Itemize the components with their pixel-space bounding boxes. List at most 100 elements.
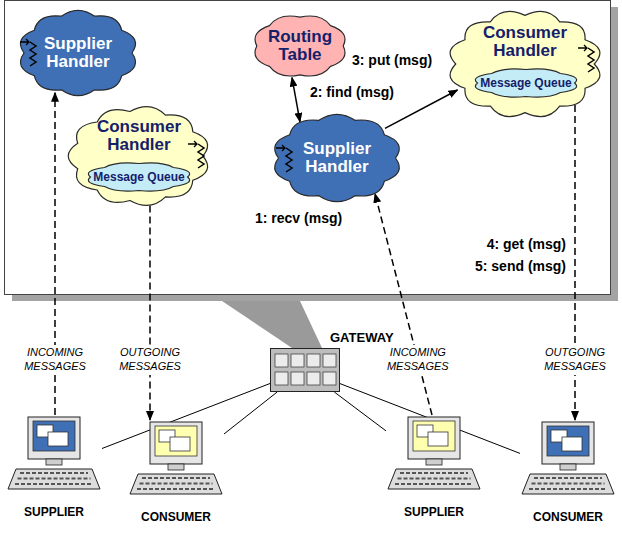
gateway-port xyxy=(307,372,320,385)
computer-icon xyxy=(128,420,224,524)
step-label: 1: recv (msg) xyxy=(255,210,342,226)
computer: CONSUMER xyxy=(128,420,224,524)
key-row xyxy=(398,477,471,479)
step-label: 5: send (msg) xyxy=(475,258,566,274)
computer-icon xyxy=(520,420,616,524)
node-title: Message Queue xyxy=(480,77,571,90)
monitor-body xyxy=(28,417,80,459)
gateway-port xyxy=(275,372,288,385)
key-row xyxy=(140,482,213,484)
computer: SUPPLIER xyxy=(6,415,102,519)
node-title: Supplier Handler xyxy=(284,140,391,177)
step-label: 3: put (msg) xyxy=(352,52,432,68)
monitor-body xyxy=(408,417,460,459)
gateway-icon xyxy=(270,348,340,392)
cloud-shape xyxy=(68,107,207,206)
gateway-port xyxy=(307,354,320,367)
computer: CONSUMER xyxy=(520,420,616,524)
node-title: Consumer Handler xyxy=(462,24,588,61)
node-title: Supplier Handler xyxy=(29,35,128,72)
monitor-body xyxy=(150,422,202,464)
device-label: CONSUMER xyxy=(533,511,603,524)
key-row xyxy=(142,477,210,479)
screen-window xyxy=(428,432,448,446)
flow-label: OUTGOING MESSAGES xyxy=(113,345,187,375)
monitor-screen xyxy=(413,421,455,451)
key-row xyxy=(534,477,602,479)
thread-arrow xyxy=(578,45,587,51)
network-wire xyxy=(334,392,386,431)
thread-arrow xyxy=(276,145,285,151)
computer-icon xyxy=(386,415,482,519)
gateway-port xyxy=(323,354,336,367)
step-label: 2: find (msg) xyxy=(310,84,394,100)
handler-cloud: Supplier Handler xyxy=(16,8,140,98)
gateway-panel xyxy=(5,1,611,295)
message-flow xyxy=(375,194,432,415)
key-row xyxy=(137,488,215,490)
flow-label: INCOMING MESSAGES xyxy=(381,345,455,375)
cloud-shape xyxy=(20,10,135,95)
screen-window xyxy=(562,437,582,451)
call-arrow xyxy=(385,90,458,128)
monitor-screen xyxy=(33,421,75,451)
gateway-port xyxy=(323,372,336,385)
thread-arrow xyxy=(188,141,197,147)
monitor-screen xyxy=(547,426,589,456)
device-label: SUPPLIER xyxy=(404,506,464,519)
computer: SUPPLIER xyxy=(386,415,482,519)
gateway-box xyxy=(271,349,340,392)
gateway-device: GATEWAY xyxy=(270,348,340,392)
keyboard xyxy=(8,469,100,489)
gateway-port xyxy=(291,354,304,367)
handler-cloud: Supplier Handler xyxy=(270,112,404,204)
cloud-shape xyxy=(275,114,400,201)
step-label: 4: get (msg) xyxy=(487,236,566,252)
queue-cloud: Message Queue xyxy=(470,66,582,100)
keyboard xyxy=(388,469,480,489)
flow-label: OUTGOING MESSAGES xyxy=(538,345,612,375)
key-row xyxy=(20,472,88,474)
key-row xyxy=(532,482,605,484)
monitor-stand xyxy=(560,464,576,470)
key-row xyxy=(18,477,91,479)
queue-cloud: Message Queue xyxy=(83,160,195,194)
key-row xyxy=(395,483,473,485)
keyboard xyxy=(522,474,614,494)
table-cloud: Routing Table xyxy=(250,12,350,80)
network-wire xyxy=(224,392,277,434)
key-row xyxy=(15,483,93,485)
gateway-port xyxy=(275,354,288,367)
call-arrow xyxy=(292,78,300,122)
computer-icon xyxy=(6,415,102,519)
screen-window xyxy=(48,432,68,446)
thread-arrow xyxy=(20,39,29,45)
monitor-stand xyxy=(46,459,62,465)
key-row xyxy=(529,488,607,490)
handler-cloud: Consumer HandlerMessage Queue xyxy=(66,104,212,208)
monitor-stand xyxy=(426,459,442,465)
keyboard xyxy=(130,474,222,494)
gateway-port xyxy=(291,372,304,385)
node-title: Consumer Handler xyxy=(81,118,198,155)
thread-squiggle xyxy=(30,42,36,66)
device-label: GATEWAY xyxy=(330,331,394,345)
device-label: CONSUMER xyxy=(141,511,211,524)
thread-squiggle xyxy=(286,148,292,172)
monitor-body xyxy=(542,422,594,464)
monitor-stand xyxy=(168,464,184,470)
thread-squiggle xyxy=(198,144,204,168)
flow-label: INCOMING MESSAGES xyxy=(18,345,92,375)
node-title: Message Queue xyxy=(93,171,184,184)
zoom-wedge xyxy=(222,301,322,348)
monitor-screen xyxy=(155,426,197,456)
key-row xyxy=(400,472,468,474)
thread-squiggle xyxy=(588,48,594,72)
cloud-shape xyxy=(88,163,189,191)
message-flow xyxy=(149,205,151,420)
cloud-shape xyxy=(255,16,345,76)
screen-window xyxy=(170,437,190,451)
cloud-shape xyxy=(450,11,600,116)
node-title: Routing Table xyxy=(260,28,340,65)
